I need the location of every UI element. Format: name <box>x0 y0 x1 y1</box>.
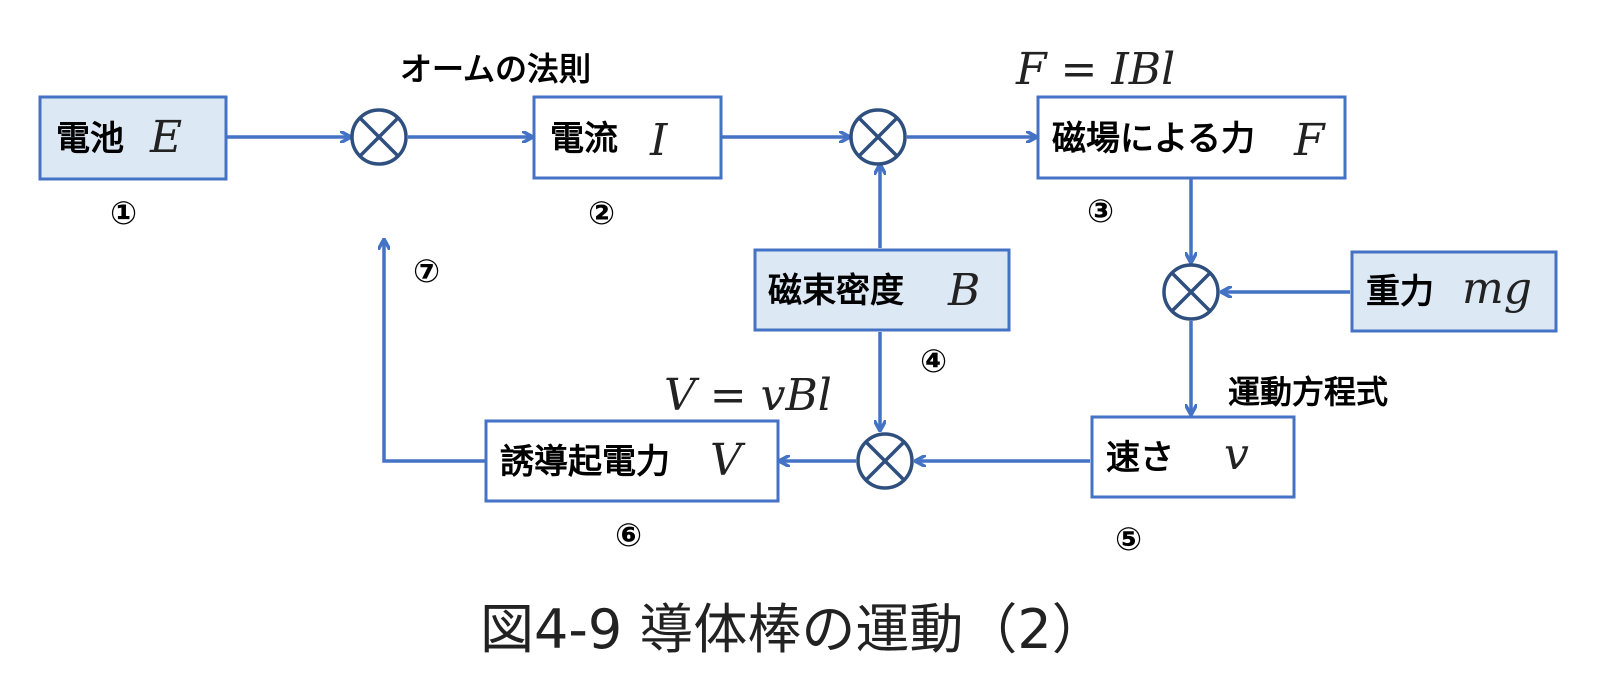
number-6: ⑥ <box>615 516 642 554</box>
number-5: ⑤ <box>1115 520 1142 558</box>
battery-box <box>38 95 228 181</box>
force-formula: F = IBl <box>1015 44 1175 95</box>
magnetic-force-label: 磁場による力 <box>1052 119 1255 159</box>
gravity-box <box>1350 250 1558 333</box>
emf-box <box>484 419 780 503</box>
number-1: ① <box>110 194 137 232</box>
ohms-law-label: オームの法則 <box>400 50 591 88</box>
magnetic-force-symbol: F <box>1293 115 1326 166</box>
gravity-label: 重力 <box>1366 272 1434 312</box>
magnetic-force-box <box>1036 95 1347 180</box>
speed-box <box>1090 415 1296 499</box>
junction-4 <box>856 432 914 490</box>
junction-1 <box>350 108 408 166</box>
flux-density-label: 磁束密度 <box>768 271 904 311</box>
junction-2 <box>849 108 907 166</box>
number-2: ② <box>588 194 615 232</box>
emf-label: 誘導起電力 <box>500 442 670 482</box>
current-label: 電流 <box>550 119 618 159</box>
flux-density-symbol: B <box>947 265 980 316</box>
battery-label: 電池 <box>56 119 124 159</box>
number-4: ④ <box>920 342 947 380</box>
figure-caption: 図4-9 導体棒の運動（2） <box>480 598 1106 661</box>
emf-formula: V = vBl <box>664 370 832 421</box>
equation-of-motion-label: 運動方程式 <box>1228 373 1388 411</box>
current-symbol: I <box>649 115 669 166</box>
arrow-emf-feedback <box>384 240 486 463</box>
flux-density-box <box>753 248 1011 332</box>
gravity-symbol: mg <box>1462 263 1532 314</box>
battery-symbol: E <box>149 112 182 163</box>
emf-symbol: V <box>710 435 746 486</box>
number-7: ⑦ <box>413 252 440 290</box>
current-box <box>532 95 723 180</box>
junction-3 <box>1162 263 1220 321</box>
speed-label: 速さ <box>1106 438 1174 478</box>
speed-symbol: v <box>1224 429 1249 480</box>
number-3: ③ <box>1087 192 1114 230</box>
